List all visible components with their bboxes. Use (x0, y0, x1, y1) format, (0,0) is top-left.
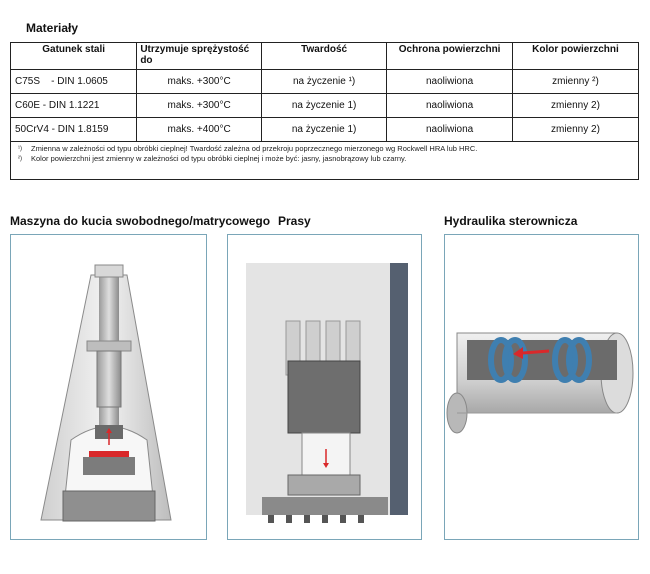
column-header: Twardość (260, 43, 388, 70)
table-cell: maks. +400°C (136, 116, 262, 142)
table-cell: zmienny 2) (511, 92, 638, 118)
forging-machine-panel (10, 234, 207, 540)
press-illustration (246, 263, 408, 523)
section-title: Materiały (26, 21, 79, 35)
column-header: Ochrona powierzchni (386, 43, 513, 70)
table-cell: 50CrV4 - DIN 1.8159 (11, 116, 138, 142)
table-cell: naoliwiona (386, 68, 513, 94)
table-row: 50CrV4 - DIN 1.8159 maks. +400°C na życz… (11, 116, 638, 142)
forging-machine-illustration (40, 264, 172, 522)
column-header: Utrzymuje sprężystość do (136, 43, 262, 70)
footnotes: ¹)Zmienna w zależności od typu obróbki c… (18, 144, 477, 164)
table-cell: C60E - DIN 1.1221 (11, 92, 138, 118)
panel-title-hydraulics: Hydraulika sterownicza (444, 214, 578, 228)
materials-table: Gatunek stali Utrzymuje sprężystość do T… (10, 42, 639, 180)
table-cell: C75S - DIN 1.0605 (11, 68, 138, 94)
table-cell: na życzenie 1) (260, 116, 388, 142)
table-cell: naoliwiona (386, 116, 513, 142)
hydraulic-cylinder-illustration (446, 332, 634, 434)
press-panel (227, 234, 422, 540)
footnote: ²)Kolor powierzchni jest zmienny w zależ… (18, 154, 407, 163)
footnote: ¹)Zmienna w zależności od typu obróbki c… (18, 144, 478, 153)
table-row: C60E - DIN 1.1221 maks. +300°C na życzen… (11, 92, 638, 118)
table-cell: na życzenie ¹) (260, 68, 388, 94)
hydraulics-panel (444, 234, 639, 540)
table-header-row: Gatunek stali Utrzymuje sprężystość do T… (11, 43, 638, 70)
table-cell: naoliwiona (386, 92, 513, 118)
table-row: C75S - DIN 1.0605 maks. +300°C na życzen… (11, 68, 638, 94)
table-cell: maks. +300°C (136, 68, 262, 94)
column-header: Kolor powierzchni (511, 43, 638, 70)
column-header: Gatunek stali (11, 43, 138, 70)
table-cell: na życzenie 1) (260, 92, 388, 118)
table-cell: zmienny 2) (511, 116, 638, 142)
panel-title-forging: Maszyna do kucia swobodnego/matrycowego (10, 214, 271, 228)
table-cell: zmienny ²) (511, 68, 638, 94)
table-cell: maks. +300°C (136, 92, 262, 118)
panel-title-press: Prasy (278, 214, 311, 228)
